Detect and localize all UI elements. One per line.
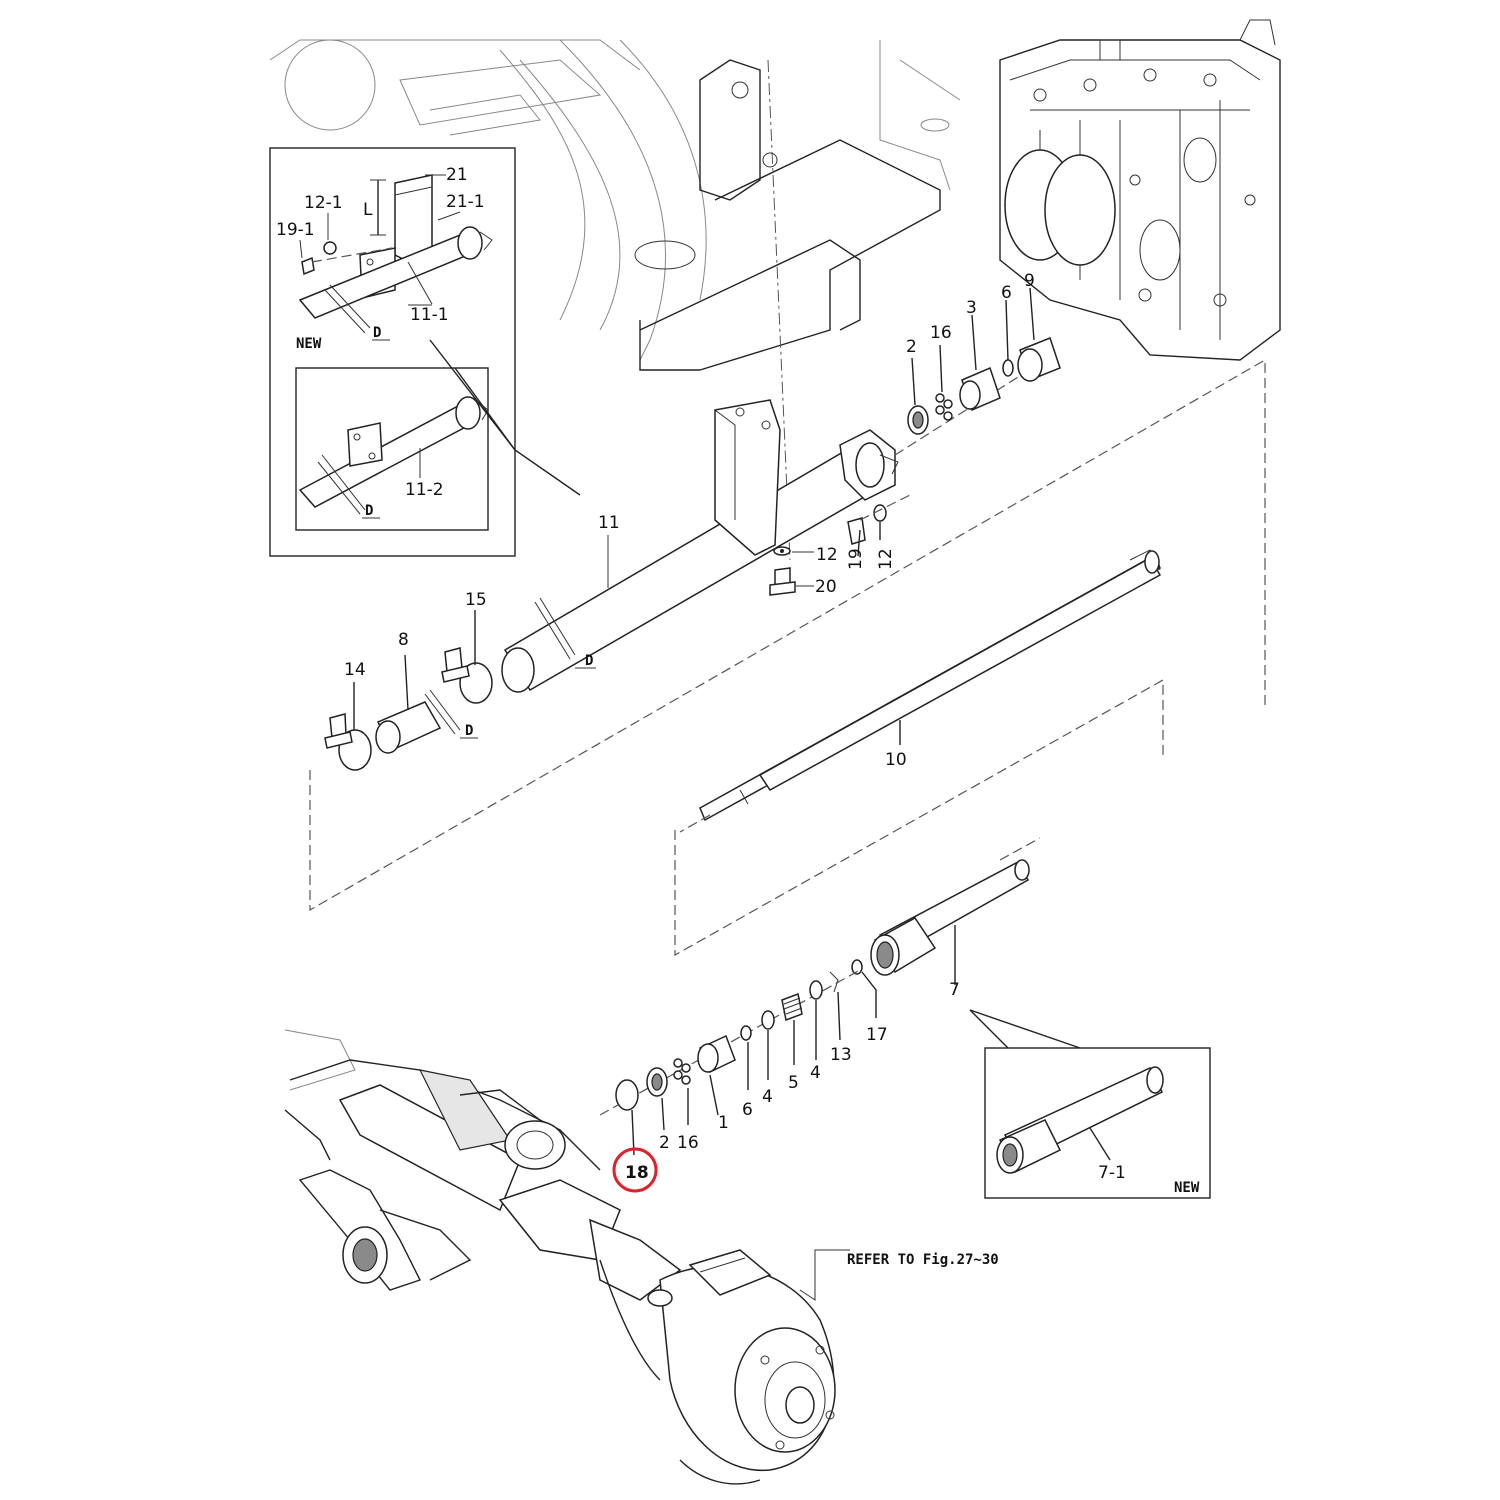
assembly-guide-lines: [309, 358, 1266, 957]
label-17: 17: [866, 1025, 888, 1045]
highlight-circle-18: [612, 1147, 658, 1193]
label-9: 9: [1024, 271, 1035, 291]
label-13: 13: [830, 1045, 852, 1065]
label-new-inset1: NEW: [296, 336, 322, 352]
label-6-bottom: 6: [742, 1100, 753, 1120]
label-21: 21: [446, 165, 468, 185]
label-18: 18: [625, 1163, 649, 1183]
label-6-top: 6: [1001, 283, 1012, 303]
label-7: 7: [949, 980, 960, 1000]
label-10: 10: [885, 750, 907, 770]
transmission-housing: [999, 19, 1281, 361]
label-4-b: 4: [762, 1087, 773, 1107]
label-12-1: 12-1: [304, 193, 343, 213]
label-5: 5: [788, 1073, 799, 1093]
front-axle-housing: [284, 1029, 850, 1485]
label-D-inset2: D: [365, 503, 373, 519]
upper-bearing-set: [894, 287, 1061, 456]
label-11-2: 11-2: [405, 480, 444, 500]
fastener-group-upper: [769, 494, 911, 596]
part-11-tube: [501, 399, 899, 693]
label-4-a: 4: [810, 1063, 821, 1083]
label-2-top: 2: [906, 337, 917, 357]
label-2-bottom: 2: [659, 1133, 670, 1153]
label-19: 19: [846, 548, 866, 570]
label-12-a: 12: [816, 545, 838, 565]
label-7-1: 7-1: [1098, 1163, 1126, 1183]
label-20: 20: [815, 577, 837, 597]
label-D-tube: D: [585, 653, 593, 669]
label-1: 1: [718, 1113, 729, 1133]
label-19-1: 19-1: [276, 220, 315, 240]
label-11: 11: [598, 513, 620, 533]
label-14: 14: [344, 660, 366, 680]
label-12-b: 12: [876, 548, 896, 570]
refer-note: REFER TO Fig.27~30: [847, 1252, 999, 1268]
label-21-1: 21-1: [446, 192, 485, 212]
callout-labels: 21 21-1 12-1 19-1 L D NEW 11-1 11-2 D 11…: [276, 165, 1200, 1268]
label-new-inset3: NEW: [1174, 1180, 1200, 1196]
label-L: L: [363, 200, 373, 220]
label-15: 15: [465, 590, 487, 610]
lower-bearing-set: [599, 969, 877, 1156]
inset-sleeve-new: [969, 1009, 1211, 1199]
label-8: 8: [398, 630, 409, 650]
chassis-frame-background: [269, 39, 961, 561]
label-D-inset1: D: [373, 325, 381, 341]
hose-clamp-assembly: [324, 597, 596, 771]
label-3: 3: [966, 298, 977, 318]
part-10-shaft: [699, 549, 1162, 822]
part-7-sleeve: [851, 859, 1030, 985]
label-11-1: 11-1: [410, 305, 449, 325]
label-D-hose: D: [465, 723, 473, 739]
inset-bracket-detail: [269, 147, 581, 557]
label-16-top: 16: [930, 323, 952, 343]
label-16-bottom: 16: [677, 1133, 699, 1153]
